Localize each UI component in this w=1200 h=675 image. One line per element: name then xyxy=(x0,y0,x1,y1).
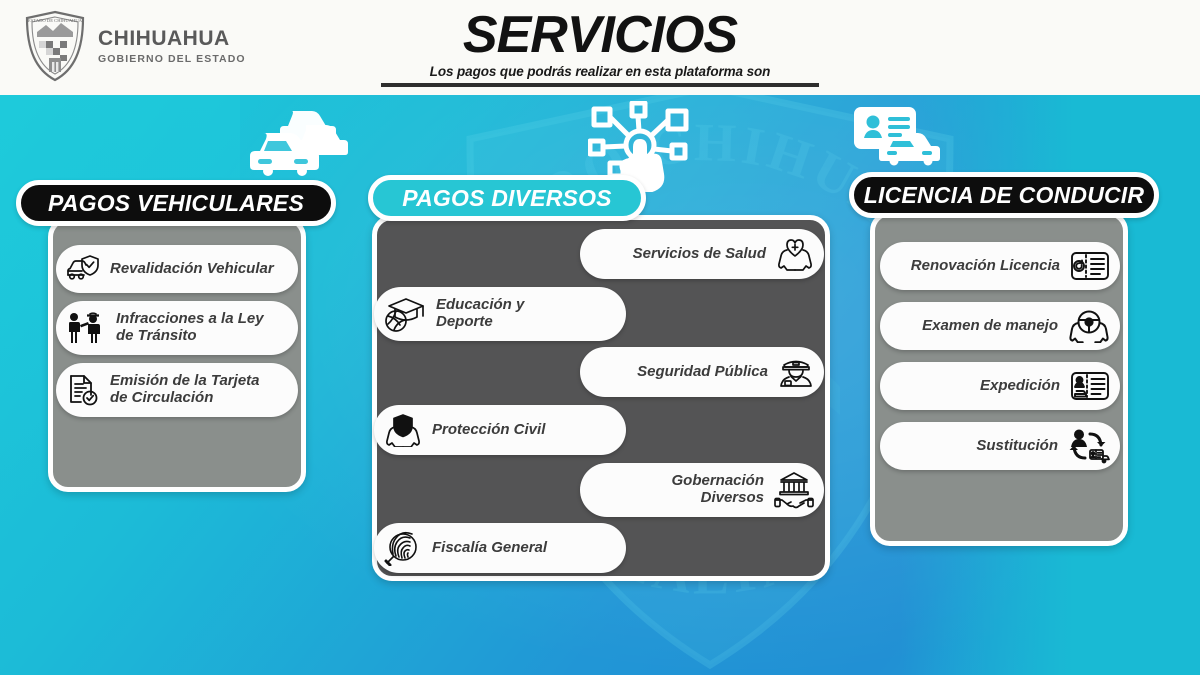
service-item-label: Servicios de Salud xyxy=(632,244,766,262)
document-check-icon xyxy=(66,373,100,407)
service-item-label: Fiscalía General xyxy=(432,538,548,556)
column-pagos-diversos: PAGOS DIVERSOS Servicios de Salud xyxy=(366,95,836,595)
title-block: SERVICIOS Los pagos que podrás realizar … xyxy=(0,8,1200,87)
chihuahua-state-shield-icon: ESTADO DE CHIHUAHUA xyxy=(25,10,85,82)
id-card-issue-icon xyxy=(1070,370,1110,402)
service-item-label: Seguridad Pública xyxy=(637,362,768,380)
service-item-label: Infracciones a la Ley de Tránsito xyxy=(116,310,264,344)
hands-shield-icon xyxy=(384,413,422,447)
column-header-label: PAGOS VEHICULARES xyxy=(47,189,304,216)
service-item-label: Emisión de la Tarjeta de Circulación xyxy=(110,372,260,406)
brand-name: CHIHUAHUA xyxy=(98,27,230,50)
service-item-proteccion-civil[interactable]: Protección Civil xyxy=(374,405,626,455)
service-item-servicios-de-salud[interactable]: Servicios de Salud xyxy=(580,229,824,279)
service-item-label: Sustitución xyxy=(976,436,1058,454)
officer-citation-icon xyxy=(66,311,106,345)
service-item-label: Revalidación Vehicular xyxy=(110,259,274,277)
service-item-label: Educación y Deporte xyxy=(436,296,525,330)
service-item-expedicion[interactable]: Expedición xyxy=(880,362,1120,410)
service-item-label: Examen de manejo xyxy=(922,316,1058,334)
service-item-infracciones-transito[interactable]: Infracciones a la Ley de Tránsito xyxy=(56,301,298,355)
police-officer-icon xyxy=(778,354,814,390)
page-subtitle: Los pagos que podrás realizar en esta pl… xyxy=(429,63,771,79)
service-item-sustitucion[interactable]: Sustitución xyxy=(880,422,1120,470)
brand-subtitle: GOBIERNO DEL ESTADO xyxy=(98,53,246,65)
license-renew-icon xyxy=(1070,250,1110,282)
brand-lockup: ESTADO DE CHIHUAHUA CHIHUAHUA GOBIERNO D… xyxy=(24,10,246,82)
column-header-label: LICENCIA DE CONDUCIR xyxy=(863,181,1145,208)
service-item-renovacion-licencia[interactable]: Renovación Licencia xyxy=(880,242,1120,290)
column-header-pagos-diversos[interactable]: PAGOS DIVERSOS xyxy=(368,175,646,221)
service-item-examen-de-manejo[interactable]: Examen de manejo xyxy=(880,302,1120,350)
id-card-car-icon xyxy=(854,107,940,166)
service-item-seguridad-publica[interactable]: Seguridad Pública xyxy=(580,347,824,397)
service-item-tarjeta-circulacion[interactable]: Emisión de la Tarjeta de Circulación xyxy=(56,363,298,417)
hands-heart-plus-icon xyxy=(776,237,814,271)
page-title: SERVICIOS xyxy=(462,6,738,64)
column-header-label: PAGOS DIVERSOS xyxy=(402,184,612,211)
service-item-gobernacion-diversos[interactable]: Gobernación Diversos xyxy=(580,463,824,517)
service-item-label: Expedición xyxy=(979,376,1060,394)
title-divider xyxy=(381,82,819,87)
fingerprint-magnifier-icon xyxy=(384,530,422,566)
service-item-label: Gobernación Diversos xyxy=(671,472,764,506)
person-swap-card-icon xyxy=(1068,428,1110,464)
steering-wheel-hands-icon xyxy=(1068,309,1110,343)
column-header-pagos-vehiculares[interactable]: PAGOS VEHICULARES xyxy=(16,180,336,226)
government-handshake-icon xyxy=(774,471,814,509)
page-header: ESTADO DE CHIHUAHUA CHIHUAHUA GOBIERNO D… xyxy=(0,0,1200,95)
services-board: PAGOS VEHICULARES Revalidación Vehicular xyxy=(0,95,1200,675)
column-header-licencia-de-conducir[interactable]: LICENCIA DE CONDUCIR xyxy=(849,172,1159,218)
graduation-cap-ball-icon xyxy=(384,295,426,333)
column-licencia-de-conducir: LICENCIA DE CONDUCIR Renovación Licencia xyxy=(848,95,1160,565)
service-item-label: Renovación Licencia xyxy=(910,256,1060,274)
car-shield-check-icon xyxy=(66,254,100,284)
service-item-label: Protección Civil xyxy=(432,420,546,438)
column-pagos-vehiculares: PAGOS VEHICULARES Revalidación Vehicular xyxy=(14,95,348,515)
service-item-educacion-y-deporte[interactable]: Educación y Deporte xyxy=(374,287,626,341)
svg-text:ESTADO DE CHIHUAHUA: ESTADO DE CHIHUAHUA xyxy=(28,18,83,23)
service-item-revalidacion-vehicular[interactable]: Revalidación Vehicular xyxy=(56,245,298,293)
cars-traffic-icon xyxy=(250,111,348,176)
service-item-fiscalia-general[interactable]: Fiscalía General xyxy=(374,523,626,573)
